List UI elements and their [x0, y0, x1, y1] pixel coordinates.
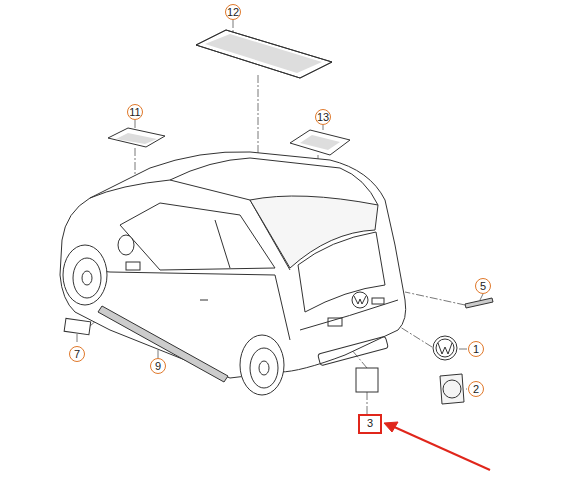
- callout-number: 12: [225, 4, 241, 20]
- callout-number: 3: [362, 416, 378, 432]
- callout-number: 13: [315, 109, 331, 125]
- callout-number: 2: [468, 381, 484, 397]
- callout-number: 9: [150, 358, 166, 374]
- callout-number: 5: [475, 278, 491, 294]
- callout-number: 11: [127, 104, 143, 120]
- callout-number: 1: [468, 341, 484, 357]
- callout-number: 7: [69, 346, 85, 362]
